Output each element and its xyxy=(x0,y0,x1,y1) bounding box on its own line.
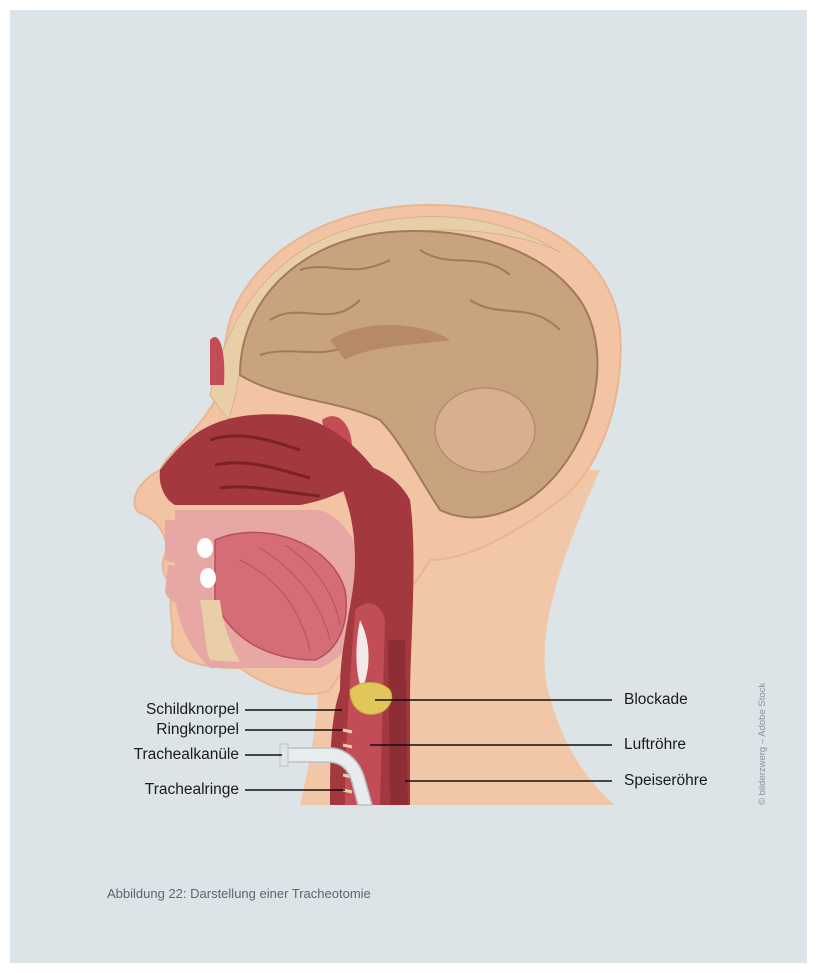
image-credit: © bilderzwerg – Adobe Stock xyxy=(757,683,768,805)
label-blockade: Blockade xyxy=(624,691,688,709)
cerebellum xyxy=(435,388,535,472)
label-luftroehre: Luftröhre xyxy=(624,736,686,754)
figure-caption: Abbildung 22: Darstellung einer Tracheot… xyxy=(107,886,371,901)
label-ringknorpel: Ringknorpel xyxy=(156,721,239,739)
label-trachealringe: Trachealringe xyxy=(145,781,239,799)
lower-tooth xyxy=(200,568,216,588)
label-speiseroehre: Speiseröhre xyxy=(624,772,708,790)
frontal-sinus xyxy=(210,337,224,385)
upper-tooth xyxy=(197,538,213,558)
label-trachealkanuele: Trachealkanüle xyxy=(134,746,239,764)
label-schildknorpel: Schildknorpel xyxy=(146,701,239,719)
